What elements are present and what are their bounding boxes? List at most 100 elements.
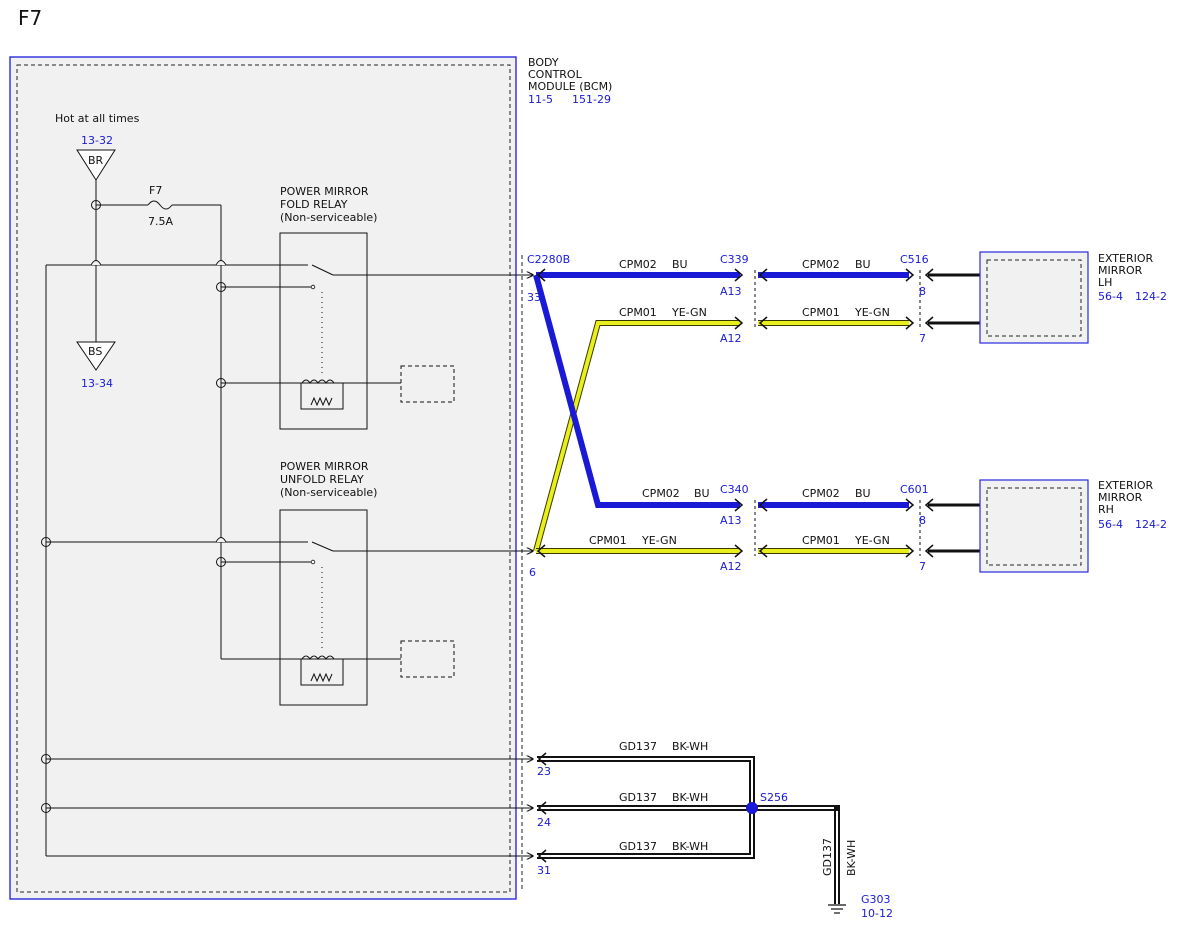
exterior-mirror-lh: EXTERIOR MIRROR LH 56-4 124-2 — [979, 251, 1167, 344]
wire-label-cpm01-lh-1: CPM01 — [619, 306, 657, 319]
mirror-lh-line-1: EXTERIOR — [1098, 252, 1154, 265]
wire-hop-1 — [90, 260, 102, 266]
gnd-pin-24-arrow-back — [537, 801, 547, 815]
wire-color-bu-lh-1: BU — [672, 258, 688, 271]
mirror-rh-ref-2[interactable]: 124-2 — [1135, 518, 1167, 531]
wire-label-gd137-vertical: GD137 — [821, 838, 834, 876]
bcm-ref-1[interactable]: 11-5 — [528, 93, 553, 106]
gnd-pin-31-arrow-back — [537, 849, 547, 863]
unfold-relay-resistor-box — [300, 658, 344, 686]
wire-label-cpm01-rh-1: CPM01 — [589, 534, 627, 547]
c516-pin-7-arrow — [905, 316, 915, 330]
unfold-relay-line-2: UNFOLD RELAY — [280, 473, 364, 486]
unfold-relay-line-3: (Non-serviceable) — [280, 486, 377, 499]
wire-hop-3 — [215, 537, 227, 543]
wire-color-bkwh-vertical: BK-WH — [845, 840, 858, 876]
wire-color-bu-rh-2: BU — [855, 487, 871, 500]
c601-pin-8-arrow-back — [924, 498, 934, 512]
mirror-lh-ref-1[interactable]: 56-4 — [1098, 290, 1123, 303]
bus-bs-symbol — [76, 341, 116, 371]
fold-relay-control-box — [400, 365, 455, 403]
unfold-relay-nc-contact — [310, 559, 316, 565]
ground-g303-label[interactable]: G303 — [861, 893, 891, 906]
fold-relay-resistor — [310, 396, 333, 407]
fold-relay-box — [279, 232, 368, 430]
bcm-pin-6: 6 — [529, 566, 536, 579]
bcm-ref-2[interactable]: 151-29 — [572, 93, 611, 106]
mirror-connectors: C516 8 7 C601 8 7 — [900, 253, 983, 573]
wire-label-gd137-2: GD137 — [619, 791, 657, 804]
c339-pin-a12-arrow-back — [758, 316, 768, 330]
c340-label[interactable]: C340 — [720, 483, 749, 496]
mirror-rh-line-1: EXTERIOR — [1098, 479, 1154, 492]
mirror-rh-ref-1[interactable]: 56-4 — [1098, 518, 1123, 531]
fold-relay-resistor-box — [300, 382, 344, 410]
wire-label-cpm02-rh-2: CPM02 — [802, 487, 840, 500]
power-label: Hot at all times — [55, 112, 140, 125]
ground-g303-ref[interactable]: 10-12 — [861, 907, 893, 920]
power-bottom-ref[interactable]: 13-34 — [81, 377, 113, 390]
bcm-pin-33-arrow-back — [536, 268, 546, 282]
bcm-connector-id[interactable]: C2280B — [527, 253, 570, 266]
unfold-relay-line-1: POWER MIRROR — [280, 460, 369, 473]
wire-labels: CPM02 BU CPM02 BU CPM01 YE-GN CPM01 YE-G… — [589, 258, 890, 547]
bcm-name-line-2: CONTROL — [528, 68, 583, 81]
fuse-symbol — [147, 200, 173, 210]
c340-pin-a12-arrow-back — [758, 544, 768, 558]
bcm-name-line-1: BODY — [528, 56, 559, 69]
wire-color-yegn-lh-2: YE-GN — [854, 306, 890, 319]
c601-label[interactable]: C601 — [900, 483, 929, 496]
bcm-title: BODY CONTROL MODULE (BCM) 11-5 151-29 — [528, 56, 612, 106]
wire-color-bu-rh-1: BU — [694, 487, 710, 500]
unfold-relay: POWER MIRROR UNFOLD RELAY (Non-serviceab… — [46, 460, 533, 706]
c516-pin-8-arrow — [905, 268, 915, 282]
bcm-pin-24: 24 — [537, 816, 551, 829]
wire-color-yegn-lh-1: YE-GN — [671, 306, 707, 319]
wire-label-cpm01-rh-2: CPM01 — [802, 534, 840, 547]
wire-color-yegn-rh-2: YE-GN — [854, 534, 890, 547]
c339-pin-a13: A13 — [720, 285, 742, 298]
fold-relay-nc-contact — [310, 284, 316, 290]
bcm-pin-31: 31 — [537, 864, 551, 877]
bus-br-symbol — [76, 149, 116, 181]
mirror-rh-line-2: MIRROR — [1098, 491, 1143, 504]
c339-pin-a12-arrow — [734, 316, 744, 330]
unfold-relay-resistor — [310, 672, 333, 683]
bcm-pin-23: 23 — [537, 765, 551, 778]
c601-pin-8-arrow — [905, 498, 915, 512]
mirror-lh-outer — [979, 251, 1089, 344]
splice-s256-node — [746, 802, 758, 814]
power-top-ref[interactable]: 13-32 — [81, 134, 113, 147]
wire-color-yegn-rh-1: YE-GN — [641, 534, 677, 547]
wire-label-cpm02-lh-2: CPM02 — [802, 258, 840, 271]
c516-pin-8-arrow-back — [924, 268, 934, 282]
c339-pin-a13-arrow — [734, 268, 744, 282]
c516-label[interactable]: C516 — [900, 253, 929, 266]
c601-pin-7-arrow-back — [924, 544, 934, 558]
bcm-pin-arrows — [536, 268, 546, 558]
mirror-lh-ref-2[interactable]: 124-2 — [1135, 290, 1167, 303]
fuse-name: F7 — [149, 184, 162, 197]
wire-label-gd137-1: GD137 — [619, 740, 657, 753]
bus-br-label: BR — [88, 154, 104, 167]
fold-relay-line-1: POWER MIRROR — [280, 185, 369, 198]
fold-relay: POWER MIRROR FOLD RELAY (Non-serviceable… — [216, 185, 534, 430]
c601-pin-8: 8 — [919, 514, 926, 527]
bcm-module — [9, 56, 523, 900]
cpm02-wires — [533, 272, 909, 508]
splice-s256-label[interactable]: S256 — [760, 791, 788, 804]
c340-pin-a13: A13 — [720, 514, 742, 527]
ground-circuits: S256 GD137 BK-WH GD137 BK-WH GD137 BK-WH… — [537, 740, 893, 920]
wire-color-bkwh-2: BK-WH — [672, 791, 708, 804]
bcm-outer-border — [9, 56, 517, 900]
page-id: F7 — [18, 6, 42, 30]
wire-color-bkwh-1: BK-WH — [672, 740, 708, 753]
unfold-relay-control-box — [400, 640, 455, 678]
c601-pin-7-arrow — [905, 544, 915, 558]
bcm-name-line-3: MODULE (BCM) — [528, 80, 612, 93]
cpm01-wires — [533, 320, 909, 554]
wire-hop-2 — [215, 260, 227, 266]
c339-pin-a12: A12 — [720, 332, 742, 345]
c339-label[interactable]: C339 — [720, 253, 749, 266]
